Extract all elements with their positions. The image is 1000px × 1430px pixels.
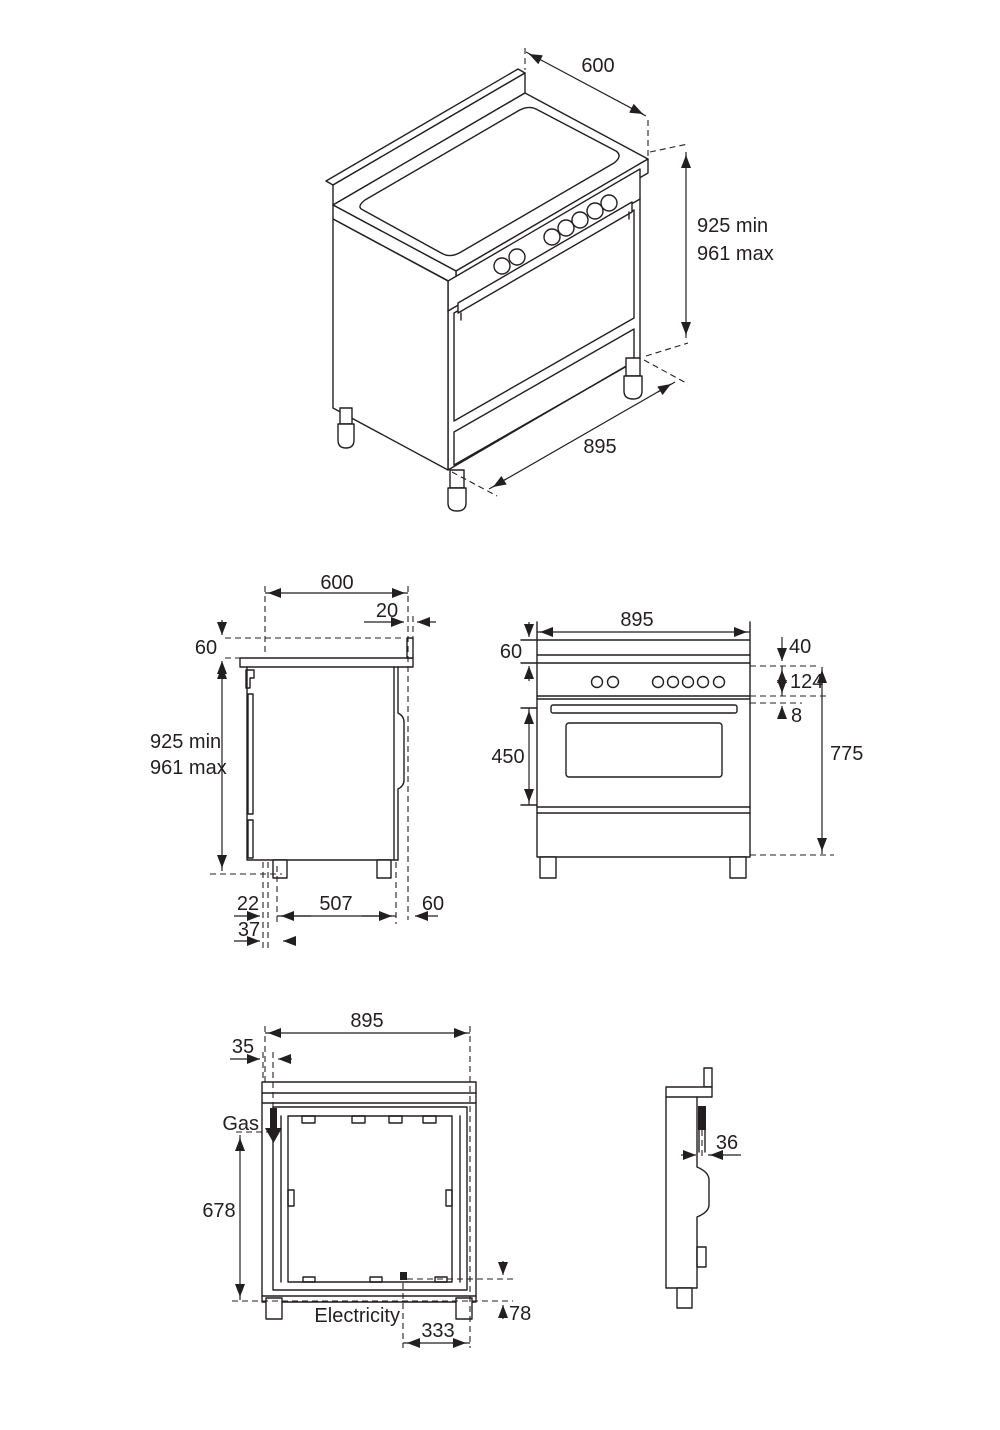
gas-pipe-icon [698,1106,706,1130]
rear-electricity-inset-label: 333 [421,1320,454,1342]
rear-gas-connection: Gas [222,1108,282,1143]
iso-width-label: 895 [583,436,616,458]
front-dims-right: 40 124 8 775 [750,636,863,856]
side-dim-backsplash-height: 60 [195,620,403,677]
front-dim-width: 895 [536,609,751,640]
rear-electricity-label: Electricity [314,1305,400,1327]
front-oven-handle [550,704,738,714]
rear-dim-bottom-clearance: 78 [498,1261,531,1325]
iso-cooker-body [325,68,649,512]
side-backsplash-thickness-label: 20 [376,600,398,622]
rear-opening-height-label: 678 [202,1200,235,1222]
side-dim-backsplash-thickness: 20 [364,600,436,640]
profile-view: 36 [665,1067,741,1309]
iso-depth-label: 600 [581,55,614,77]
front-body-height-label: 775 [830,743,863,765]
front-cooker-body [536,639,751,879]
front-control-panel-label: 124 [790,671,823,693]
front-top-trim-label: 40 [789,636,811,658]
iso-height-max-label: 961 max [697,243,774,265]
rear-cooker-body [261,1081,477,1320]
front-control-knobs [590,675,726,689]
iso-control-knobs [493,194,618,275]
iso-height-min-label: 925 min [697,215,768,237]
front-oven-door-label: 450 [491,746,524,768]
side-front-clearance-label: 22 [237,893,259,915]
rear-dim-electricity-inset: 333 [403,1320,470,1348]
side-rear-clearance-label: 60 [422,893,444,915]
side-cooker-body [239,637,414,879]
isometric-view: 600 925 min 961 max 895 [325,48,774,512]
side-height-max-label: 961 max [150,757,227,779]
front-dim-worktop-edge: 60 [500,622,538,681]
side-dim-height: 925 min 961 max [150,663,282,875]
rear-gas-inset-label: 35 [232,1036,254,1058]
side-dim-bottom: 22 507 60 37 [234,862,444,948]
front-gap-label: 8 [791,705,802,727]
front-oven-window [565,722,723,778]
side-backsplash-height-label: 60 [195,637,217,659]
iso-dim-depth: 600 [524,48,649,156]
side-depth-label: 600 [320,572,353,594]
front-worktop-edge-label: 60 [500,641,522,663]
iso-legs [337,357,643,512]
gas-arrow-icon [265,1108,282,1143]
rear-view: 895 35 Gas 678 Electricity [202,1010,531,1348]
side-front-clearance2-label: 37 [238,919,260,941]
profile-gas-pipe-inset-label: 36 [716,1132,738,1154]
rear-dim-width: 895 [264,1010,471,1348]
rear-electricity-connection: Electricity [232,1272,513,1348]
rear-bottom-clearance-label: 78 [509,1303,531,1325]
rear-width-label: 895 [350,1010,383,1032]
side-height-min-label: 925 min [150,731,221,753]
side-leg-spacing-label: 507 [319,893,352,915]
rear-dim-gas-inset: 35 [230,1036,292,1108]
iso-dim-width: 895 [451,359,689,497]
side-view: 600 20 60 925 min 961 max [150,572,444,948]
profile-cooker-body [665,1067,713,1309]
rear-gas-label: Gas [222,1113,259,1135]
side-dim-depth: 600 [264,572,409,920]
profile-dim-gas-pipe-inset: 36 [681,1130,741,1160]
front-width-label: 895 [620,609,653,631]
front-view: 895 60 450 40 124 [491,609,863,879]
rear-dim-opening-height: 678 [202,1135,245,1300]
front-dim-oven-door: 450 [491,707,538,806]
electricity-point-icon [400,1272,407,1280]
iso-dim-height: 925 min 961 max [645,143,774,357]
